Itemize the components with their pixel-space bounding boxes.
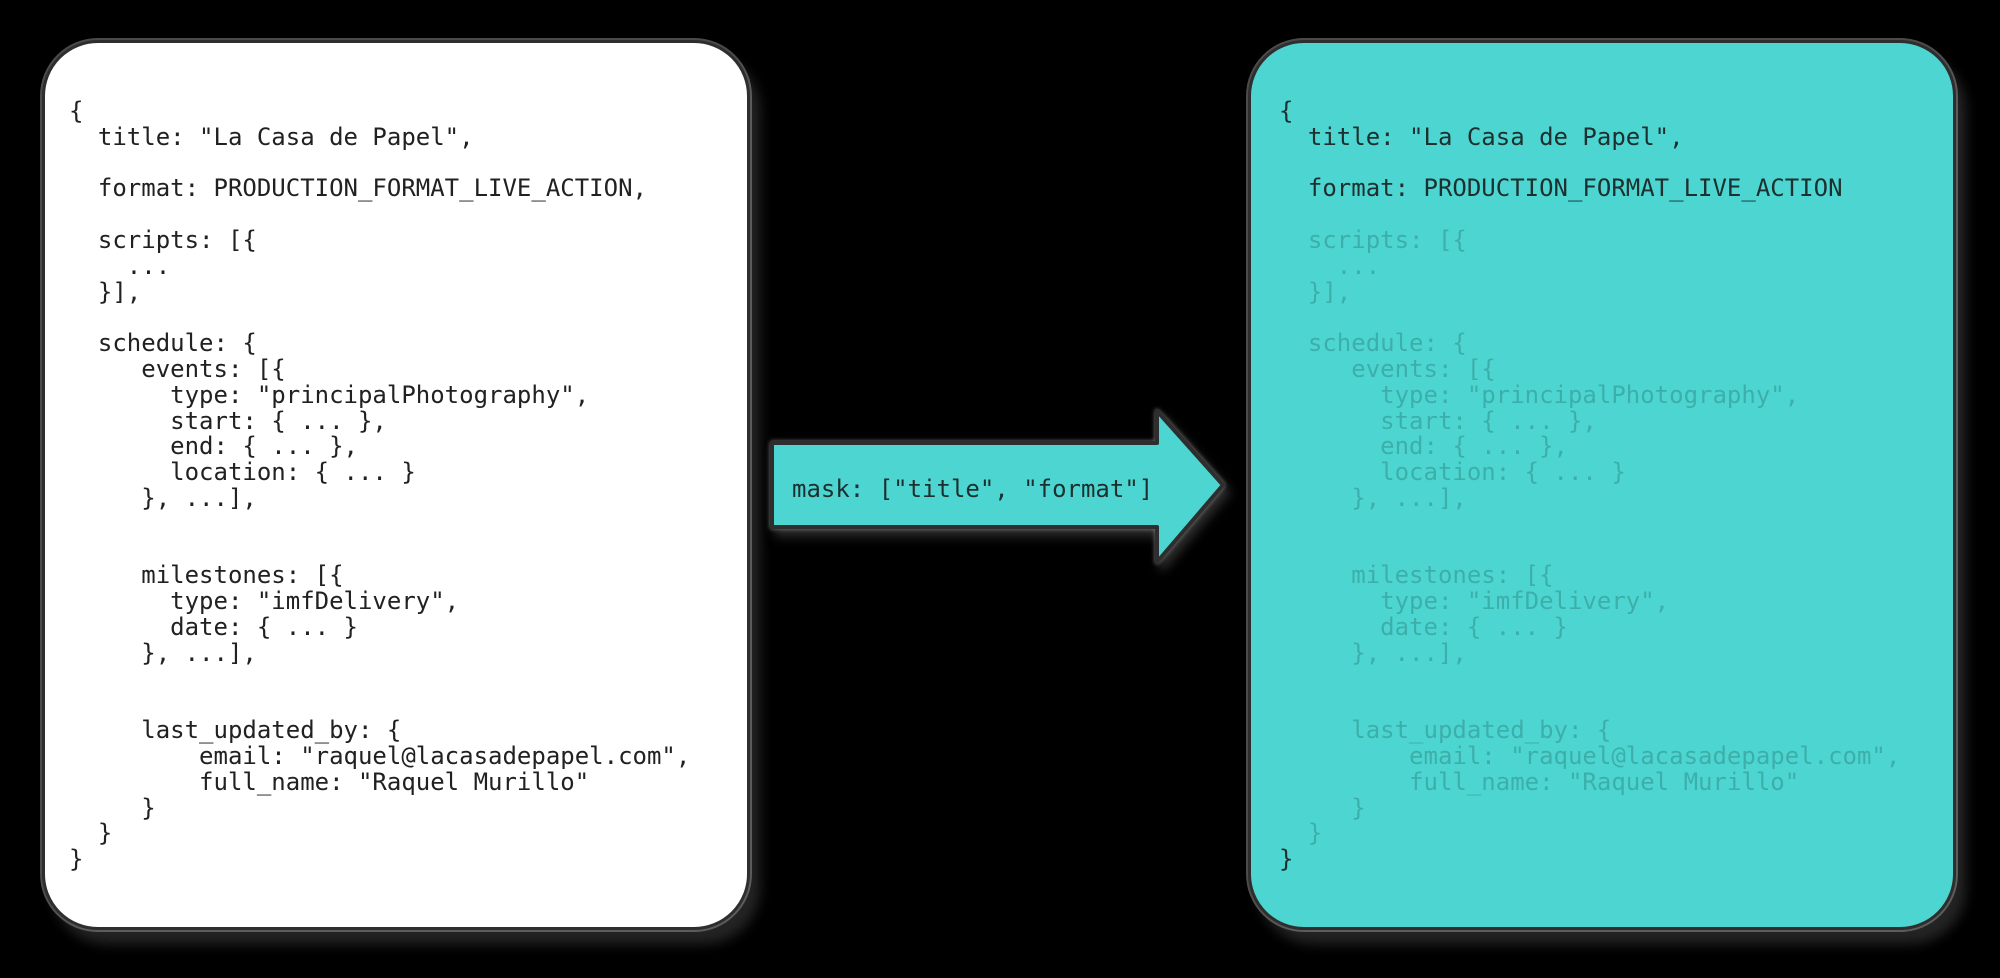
code-line: end: { ... }, <box>1279 432 1568 461</box>
source-json-code: { title: "La Casa de Papel", format: PRO… <box>45 43 747 873</box>
code-line: scripts: [{ <box>1279 225 1467 254</box>
code-line: start: { ... }, <box>1279 406 1597 435</box>
code-line: } <box>1279 845 1294 874</box>
code-line: } <box>69 793 156 822</box>
code-line: { <box>69 97 84 125</box>
code-line: }], <box>69 277 142 306</box>
code-line: }, ...], <box>69 638 257 667</box>
code-line <box>69 538 747 564</box>
code-line: last_updated_by: { <box>69 716 402 745</box>
code-line: } <box>69 819 113 848</box>
code-line <box>1279 692 1953 718</box>
code-line: location: { ... } <box>69 458 416 487</box>
code-line: email: "raquel@lacasadepapel.com", <box>1279 741 1901 770</box>
source-json-panel: { title: "La Casa de Papel", format: PRO… <box>42 40 750 930</box>
code-line: schedule: { <box>69 329 257 358</box>
code-line <box>1279 202 1953 228</box>
mask-arrow-label: mask: ["title", "format"] <box>792 475 1154 503</box>
masked-json-code: { title: "La Casa de Papel", format: PRO… <box>1251 43 1953 873</box>
arrow-shape <box>770 409 1225 564</box>
code-line <box>1279 512 1953 538</box>
code-line: email: "raquel@lacasadepapel.com", <box>69 741 691 770</box>
code-line: }, ...], <box>69 483 257 512</box>
code-line: type: "imfDelivery", <box>1279 587 1670 616</box>
code-line <box>1279 538 1953 564</box>
code-line: location: { ... } <box>1279 458 1626 487</box>
code-line <box>1279 667 1953 693</box>
code-line: full_name: "Raquel Murillo" <box>69 767 590 796</box>
code-line: milestones: [{ <box>1279 561 1554 590</box>
code-line: format: PRODUCTION_FORMAT_LIVE_ACTION, <box>69 174 647 203</box>
code-line <box>1279 151 1953 177</box>
code-line: milestones: [{ <box>69 561 344 590</box>
code-line: type: "principalPhotography", <box>1279 380 1800 409</box>
code-line: date: { ... } <box>69 612 358 641</box>
code-line: title: "La Casa de Papel", <box>69 122 474 151</box>
code-line: ... <box>1279 251 1381 280</box>
code-line: } <box>1279 819 1323 848</box>
code-line <box>69 305 747 331</box>
code-line: type: "imfDelivery", <box>69 587 460 616</box>
code-line <box>69 202 747 228</box>
code-line <box>69 692 747 718</box>
code-line: } <box>69 845 84 874</box>
code-line <box>1279 305 1953 331</box>
code-line: { <box>1279 97 1294 125</box>
code-line: } <box>1279 793 1366 822</box>
code-line: }, ...], <box>1279 638 1467 667</box>
code-line: date: { ... } <box>1279 612 1568 641</box>
code-line: end: { ... }, <box>69 432 358 461</box>
mask-arrow <box>770 409 1225 564</box>
code-line: }, ...], <box>1279 483 1467 512</box>
code-line: ... <box>69 251 171 280</box>
code-line <box>69 151 747 177</box>
code-line: schedule: { <box>1279 329 1467 358</box>
code-line <box>69 512 747 538</box>
code-line: full_name: "Raquel Murillo" <box>1279 767 1800 796</box>
code-line: type: "principalPhotography", <box>69 380 590 409</box>
code-line <box>69 667 747 693</box>
code-line: events: [{ <box>69 354 286 383</box>
code-line: events: [{ <box>1279 354 1496 383</box>
code-line: title: "La Casa de Papel", <box>1279 122 1684 151</box>
code-line: scripts: [{ <box>69 225 257 254</box>
code-line: }], <box>1279 277 1352 306</box>
code-line: start: { ... }, <box>69 406 387 435</box>
code-line: last_updated_by: { <box>1279 716 1612 745</box>
masked-json-panel: { title: "La Casa de Papel", format: PRO… <box>1248 40 1956 930</box>
code-line: format: PRODUCTION_FORMAT_LIVE_ACTION <box>1279 174 1843 203</box>
